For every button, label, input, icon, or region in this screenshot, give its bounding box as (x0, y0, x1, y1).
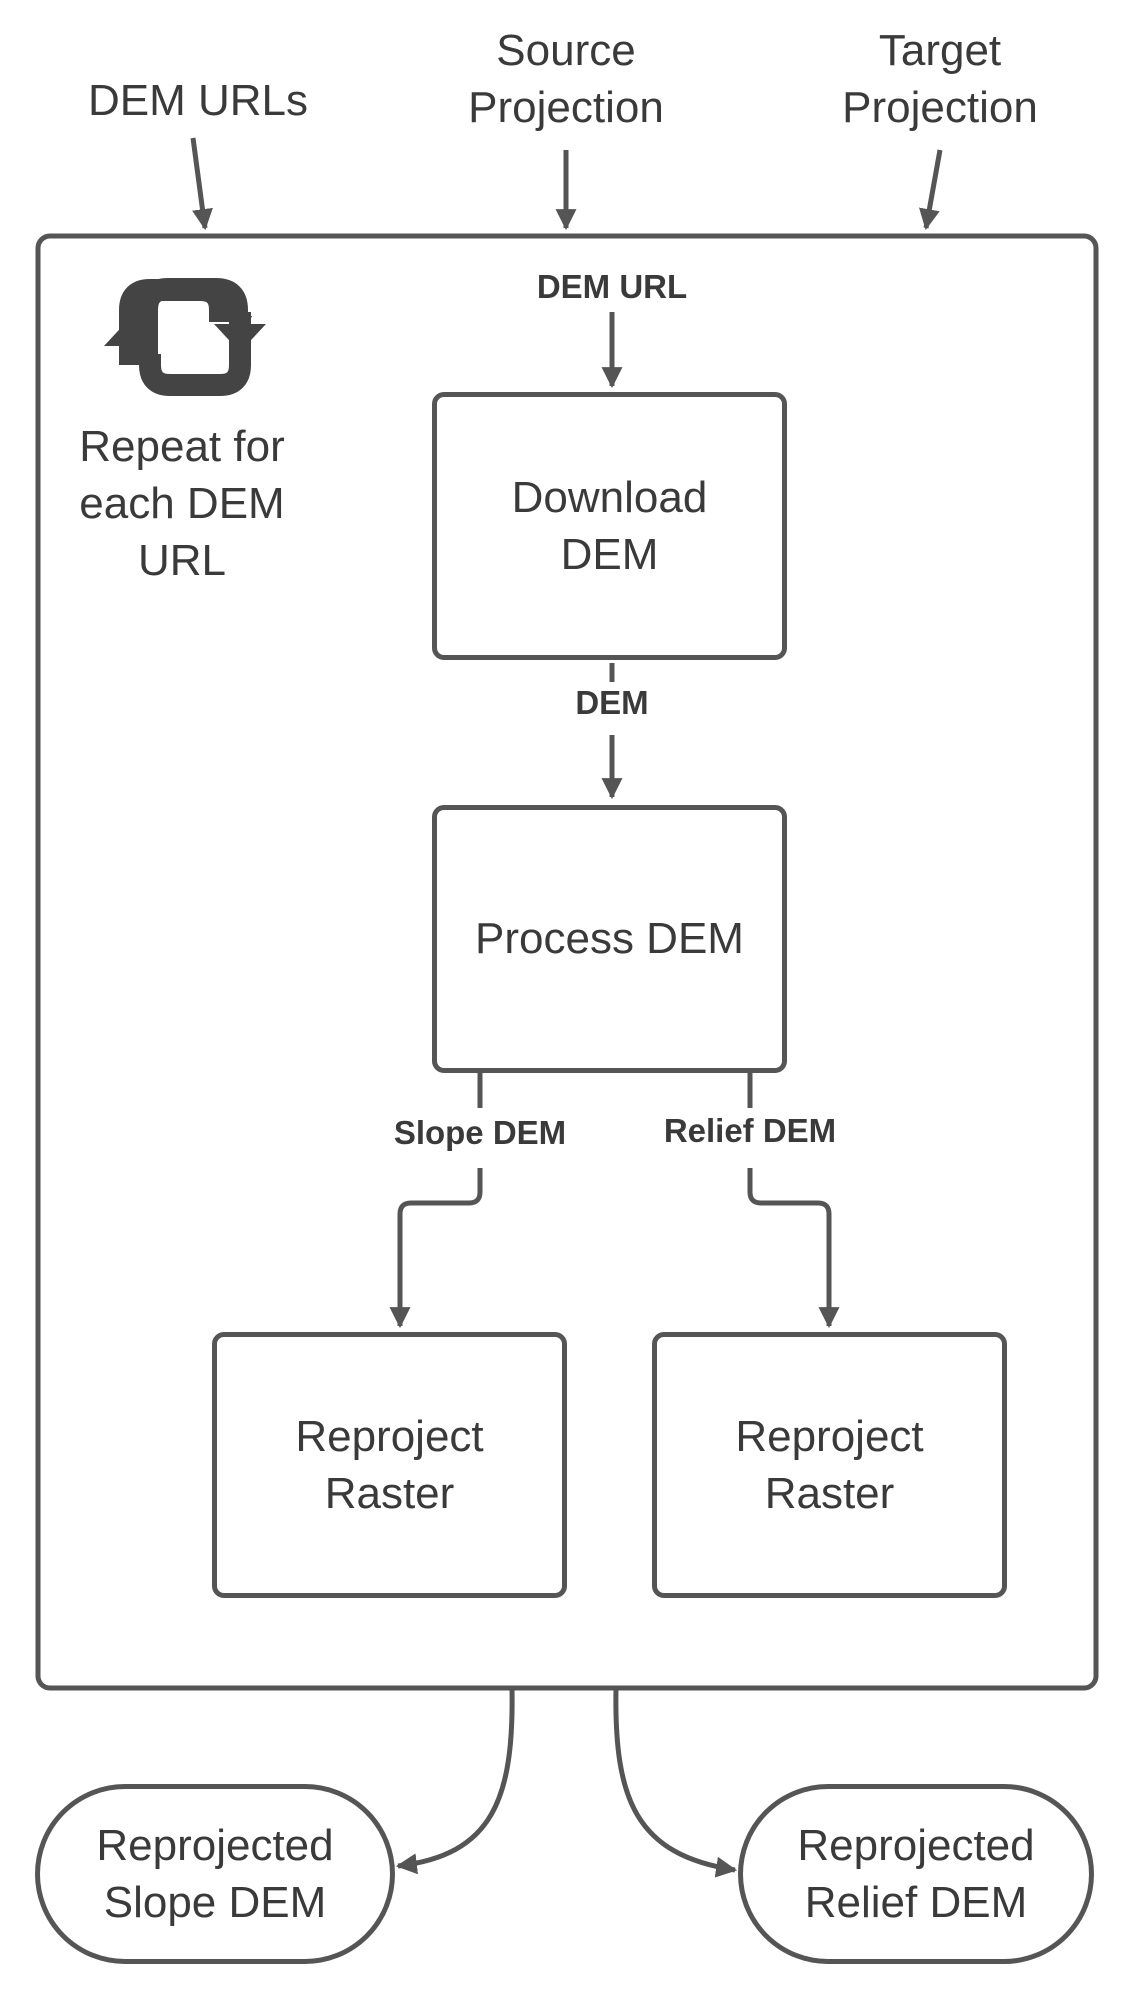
output-reprojected-slope-dem-label: Reprojected Slope DEM (96, 1820, 334, 1927)
edge-label-dem: DEM (542, 682, 682, 725)
loop-container (35, 233, 1099, 1691)
output-reprojected-slope-dem: Reprojected Slope DEM (35, 1784, 395, 1964)
node-reproject-raster-right: Reproject Raster (652, 1332, 1007, 1598)
arrow-target-projection (919, 149, 943, 231)
node-reproject-raster-right-label: Reproject Raster (735, 1411, 924, 1518)
edge-label-slope-dem: Slope DEM (360, 1112, 600, 1155)
input-target-projection: Target Projection (842, 26, 1038, 133)
arrow-to-relief-output (613, 1687, 738, 1878)
input-source-projection: Source Projection (468, 26, 664, 133)
output-reprojected-relief-dem-label: Reprojected Relief DEM (797, 1820, 1035, 1927)
node-download-dem: Download DEM (432, 392, 787, 660)
arrow-dem-urls (190, 137, 213, 231)
node-process-dem: Process DEM (432, 805, 787, 1073)
loop-icon-graphic (104, 279, 266, 396)
input-dem-urls: DEM URLs (87, 76, 309, 125)
arrow-to-slope-output (395, 1687, 515, 1875)
arrow-relief-dem (747, 1168, 840, 1329)
node-reproject-raster-left: Reproject Raster (212, 1332, 567, 1598)
output-reprojected-relief-dem: Reprojected Relief DEM (738, 1784, 1094, 1964)
loop-label: Repeat for each DEM URL (79, 422, 285, 586)
arrow-slope-dem (389, 1168, 483, 1329)
node-process-dem-label: Process DEM (475, 914, 744, 964)
node-download-dem-label: Download DEM (511, 472, 708, 579)
edge-label-dem-url: DEM URL (492, 266, 732, 309)
node-reproject-raster-left-label: Reproject Raster (295, 1411, 484, 1518)
edge-label-relief-dem: Relief DEM (630, 1110, 870, 1153)
